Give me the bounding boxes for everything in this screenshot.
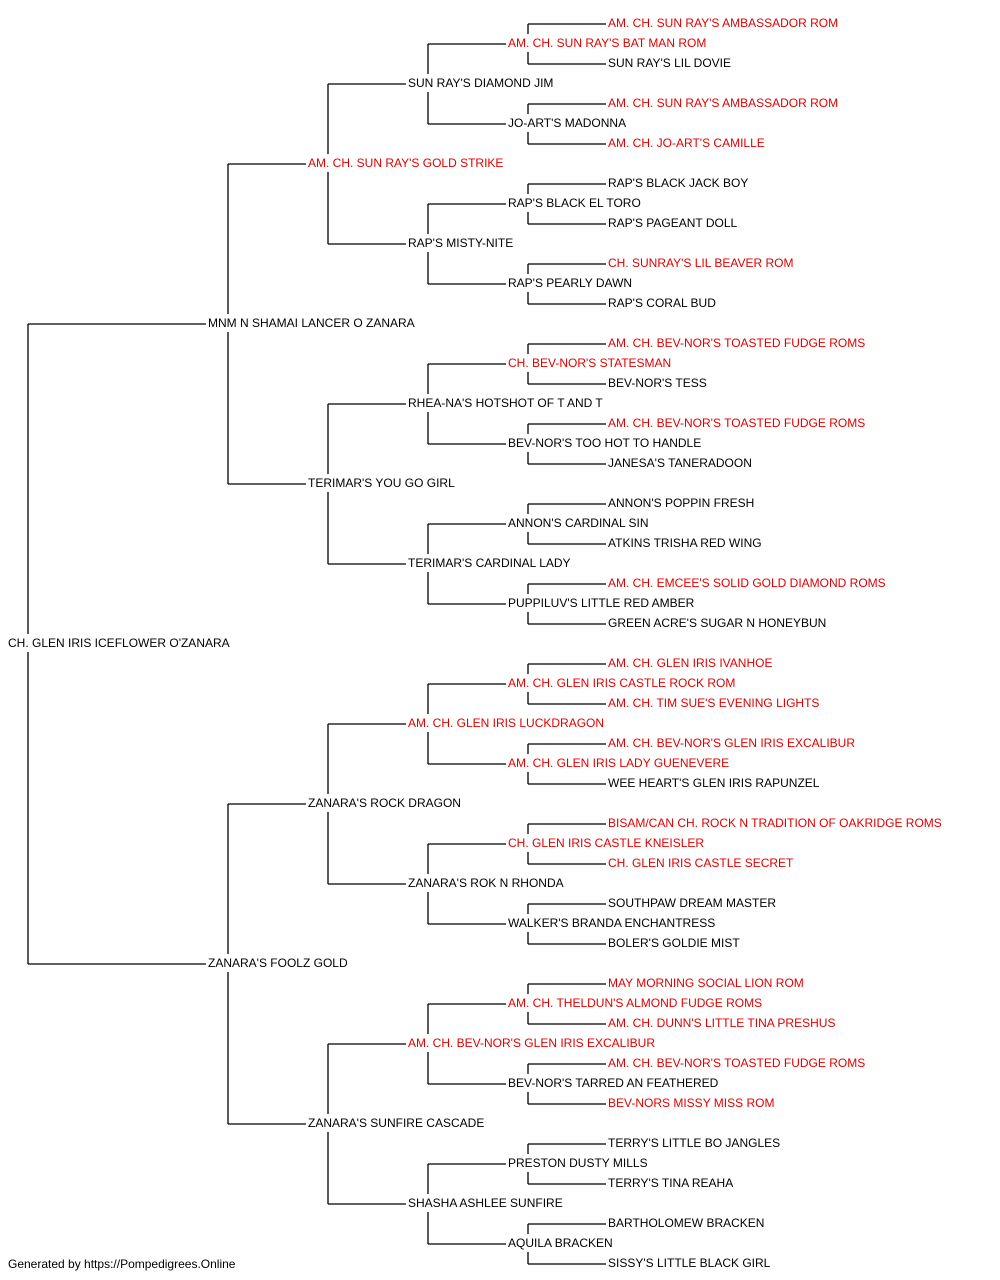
dog-name-sire-sire-sire-sire-dam: SUN RAY'S LIL DOVIE (608, 56, 731, 70)
dog-name-sire-dam-dam-dam-sire: AM. CH. EMCEE'S SOLID GOLD DIAMOND ROMS (608, 576, 886, 590)
dog-name-dam-sire-sire-sire-sire: AM. CH. GLEN IRIS IVANHOE (608, 656, 772, 670)
dog-names: CH. GLEN IRIS ICEFLOWER O'ZANARA MNM N SH… (8, 16, 942, 1270)
dog-name-dam-dam-sire-dam-dam: BEV-NORS MISSY MISS ROM (608, 1096, 774, 1110)
dog-name-dam-sire-dam-sire-dam: CH. GLEN IRIS CASTLE SECRET (608, 856, 794, 870)
dog-name-sire-dam-sire-sire: CH. BEV-NOR'S STATESMAN (508, 356, 671, 370)
dog-name-dam-dam: ZANARA'S SUNFIRE CASCADE (308, 1116, 484, 1130)
dog-name-dam-dam-sire: AM. CH. BEV-NOR'S GLEN IRIS EXCALIBUR (408, 1036, 655, 1050)
dog-name-sire-sire-sire: SUN RAY'S DIAMOND JIM (408, 76, 553, 90)
dog-name-dam: ZANARA'S FOOLZ GOLD (208, 956, 348, 970)
dog-name-dam-dam-sire-sire: AM. CH. THELDUN'S ALMOND FUDGE ROMS (508, 996, 762, 1010)
dog-name-sire-sire-dam: RAP'S MISTY-NITE (408, 236, 513, 250)
dog-name-dam-sire-dam-dam-dam: BOLER'S GOLDIE MIST (608, 936, 740, 950)
dog-name-sire-sire-sire-sire-sire: AM. CH. SUN RAY'S AMBASSADOR ROM (608, 16, 838, 30)
dog-name-sire-sire: AM. CH. SUN RAY'S GOLD STRIKE (308, 156, 503, 170)
dog-name-dam-sire-dam: ZANARA'S ROK N RHONDA (408, 876, 564, 890)
dog-name-sire-dam: TERIMAR'S YOU GO GIRL (308, 476, 455, 490)
dog-name-sire-sire-dam-sire: RAP'S BLACK EL TORO (508, 196, 641, 210)
dog-name-dam-sire-dam-sire-sire: BISAM/CAN CH. ROCK N TRADITION OF OAKRID… (608, 816, 942, 830)
dog-name-sire-sire-sire-dam-dam: AM. CH. JO-ART'S CAMILLE (608, 136, 765, 150)
dog-name-dam-dam-dam-sire-dam: TERRY'S TINA REAHA (608, 1176, 733, 1190)
dog-name-dam-dam-dam-sire-sire: TERRY'S LITTLE BO JANGLES (608, 1136, 780, 1150)
dog-name-dam-dam-dam-sire: PRESTON DUSTY MILLS (508, 1156, 648, 1170)
dog-name-sire-dam-sire-dam: BEV-NOR'S TOO HOT TO HANDLE (508, 436, 701, 450)
dog-name-dam-sire-sire-dam: AM. CH. GLEN IRIS LADY GUENEVERE (508, 756, 729, 770)
dog-name-: CH. GLEN IRIS ICEFLOWER O'ZANARA (8, 636, 230, 650)
dog-name-sire-dam-dam-dam: PUPPILUV'S LITTLE RED AMBER (508, 596, 695, 610)
dog-name-sire-sire-sire-dam-sire: AM. CH. SUN RAY'S AMBASSADOR ROM (608, 96, 838, 110)
dog-name-dam-sire-sire: AM. CH. GLEN IRIS LUCKDRAGON (408, 716, 604, 730)
dog-name-sire: MNM N SHAMAI LANCER O ZANARA (208, 316, 415, 330)
dog-name-sire-dam-sire-sire-sire: AM. CH. BEV-NOR'S TOASTED FUDGE ROMS (608, 336, 865, 350)
footer-credit: Generated by https://Pompedigrees.Online (8, 1257, 236, 1271)
dog-name-dam-dam-dam-dam-sire: BARTHOLOMEW BRACKEN (608, 1216, 764, 1230)
dog-name-sire-dam-dam-sire: ANNON'S CARDINAL SIN (508, 516, 649, 530)
dog-name-dam-dam-sire-dam: BEV-NOR'S TARRED AN FEATHERED (508, 1076, 719, 1090)
dog-name-dam-dam-sire-dam-sire: AM. CH. BEV-NOR'S TOASTED FUDGE ROMS (608, 1056, 865, 1070)
dog-name-sire-sire-dam-sire-dam: RAP'S PAGEANT DOLL (608, 216, 738, 230)
dog-name-sire-dam-dam-sire-sire: ANNON'S POPPIN FRESH (608, 496, 754, 510)
dog-name-sire-dam-sire-dam-sire: AM. CH. BEV-NOR'S TOASTED FUDGE ROMS (608, 416, 865, 430)
dog-name-dam-sire-sire-dam-dam: WEE HEART'S GLEN IRIS RAPUNZEL (608, 776, 820, 790)
dog-name-sire-dam-dam: TERIMAR'S CARDINAL LADY (408, 556, 571, 570)
dog-name-sire-dam-sire-sire-dam: BEV-NOR'S TESS (608, 376, 707, 390)
dog-name-sire-dam-sire-dam-dam: JANESA'S TANERADOON (608, 456, 752, 470)
dog-name-dam-dam-sire-sire-dam: AM. CH. DUNN'S LITTLE TINA PRESHUS (608, 1016, 835, 1030)
dog-name-dam-dam-dam: SHASHA ASHLEE SUNFIRE (408, 1196, 563, 1210)
dog-name-dam-sire-sire-sire-dam: AM. CH. TIM SUE'S EVENING LIGHTS (608, 696, 819, 710)
dog-name-sire-dam-sire: RHEA-NA'S HOTSHOT OF T AND T (408, 396, 603, 410)
dog-name-sire-dam-dam-dam-dam: GREEN ACRE'S SUGAR N HONEYBUN (608, 616, 826, 630)
dog-name-dam-dam-dam-dam-dam: SISSY'S LITTLE BLACK GIRL (608, 1256, 771, 1270)
dog-name-dam-dam-sire-sire-sire: MAY MORNING SOCIAL LION ROM (608, 976, 804, 990)
dog-name-dam-sire: ZANARA'S ROCK DRAGON (308, 796, 461, 810)
dog-name-sire-sire-dam-dam-sire: CH. SUNRAY'S LIL BEAVER ROM (608, 256, 793, 270)
dog-name-sire-sire-sire-sire: AM. CH. SUN RAY'S BAT MAN ROM (508, 36, 706, 50)
dog-name-dam-dam-dam-dam: AQUILA BRACKEN (508, 1236, 613, 1250)
dog-name-sire-dam-dam-sire-dam: ATKINS TRISHA RED WING (608, 536, 762, 550)
dog-name-sire-sire-dam-dam: RAP'S PEARLY DAWN (508, 276, 632, 290)
dog-name-sire-sire-sire-dam: JO-ART'S MADONNA (508, 116, 626, 130)
dog-name-sire-sire-dam-dam-dam: RAP'S CORAL BUD (608, 296, 716, 310)
dog-name-sire-sire-dam-sire-sire: RAP'S BLACK JACK BOY (608, 176, 748, 190)
dog-name-dam-sire-sire-dam-sire: AM. CH. BEV-NOR'S GLEN IRIS EXCALIBUR (608, 736, 855, 750)
connector-lines (27, 23, 606, 1265)
dog-name-dam-sire-dam-dam-sire: SOUTHPAW DREAM MASTER (608, 896, 776, 910)
dog-name-dam-sire-dam-dam: WALKER'S BRANDA ENCHANTRESS (508, 916, 715, 930)
dog-name-dam-sire-sire-sire: AM. CH. GLEN IRIS CASTLE ROCK ROM (508, 676, 735, 690)
dog-name-dam-sire-dam-sire: CH. GLEN IRIS CASTLE KNEISLER (508, 836, 704, 850)
